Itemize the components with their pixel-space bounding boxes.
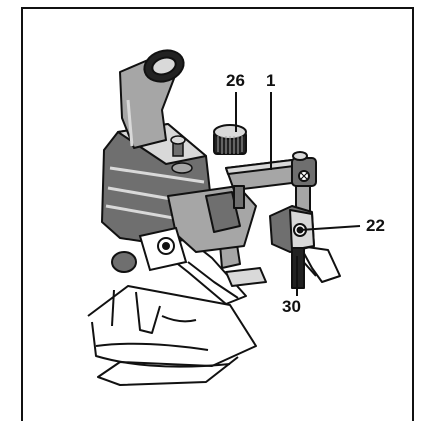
base-tray (87, 285, 257, 386)
knurled-knob (213, 124, 247, 155)
callout-22: 22 (366, 216, 385, 235)
leader-lines (235, 92, 361, 296)
callout-30: 30 (282, 297, 301, 316)
pivot-knob (111, 226, 188, 273)
callout-26: 26 (226, 71, 245, 90)
clamp-block (269, 185, 315, 289)
top-screw (170, 135, 193, 174)
clamp-arm (225, 151, 317, 209)
callout-1: 1 (266, 71, 276, 90)
frame-border (21, 7, 414, 421)
eyepiece-tube (119, 49, 185, 149)
